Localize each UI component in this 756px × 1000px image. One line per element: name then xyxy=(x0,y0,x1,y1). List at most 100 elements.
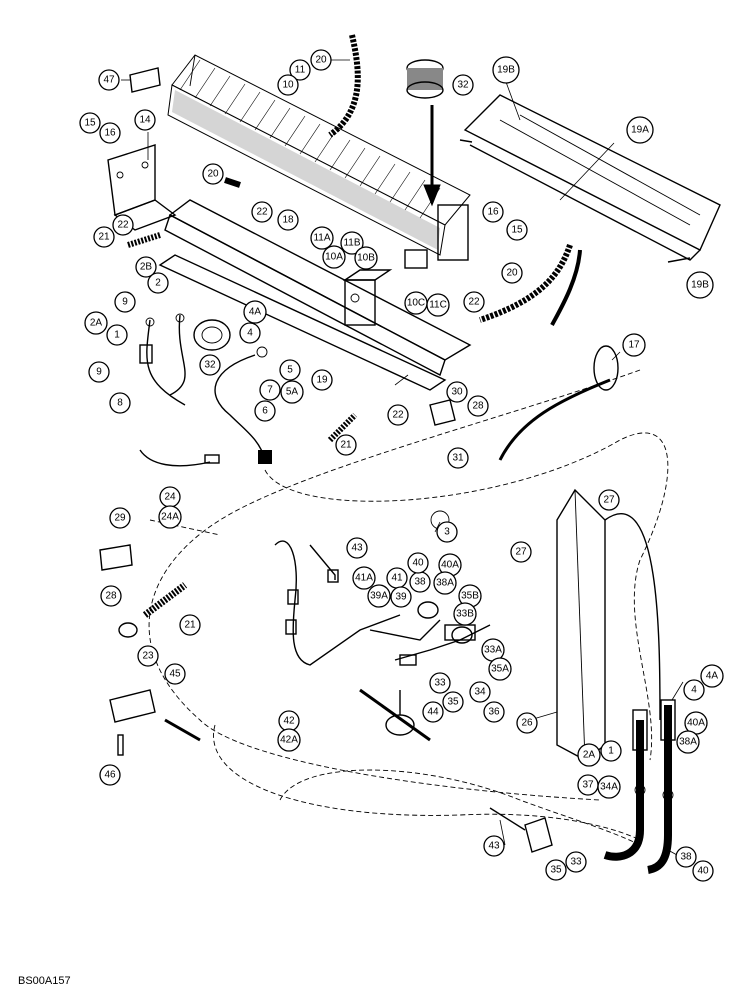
pointer-arrow xyxy=(423,105,441,207)
callout-41: 41 xyxy=(386,567,408,589)
callout-27-b: 27 xyxy=(510,541,532,563)
svg-text:11: 11 xyxy=(295,65,306,76)
svg-text:10: 10 xyxy=(282,80,294,91)
callout-43: 43 xyxy=(346,537,368,559)
svg-text:8: 8 xyxy=(117,398,123,409)
ring-terminal xyxy=(385,690,415,736)
svg-text:35: 35 xyxy=(550,865,562,876)
svg-text:42: 42 xyxy=(283,716,295,727)
callout-22: 22 xyxy=(251,201,273,223)
callout-1: 1 xyxy=(106,324,128,346)
svg-text:29: 29 xyxy=(114,513,126,524)
callout-31: 31 xyxy=(447,447,469,469)
callout-4-c: 4 xyxy=(683,679,705,701)
callout-16-b: 16 xyxy=(482,201,504,223)
callout-42: 42 xyxy=(278,710,300,732)
svg-text:22: 22 xyxy=(256,207,268,218)
callout-2: 2 xyxy=(147,272,169,294)
hose-cover-channel xyxy=(556,488,606,761)
svg-text:26: 26 xyxy=(521,718,533,729)
callout-32: 32 xyxy=(452,74,474,96)
svg-text:33A: 33A xyxy=(484,645,502,656)
callout-3: 3 xyxy=(436,521,458,543)
svg-text:38: 38 xyxy=(680,852,692,863)
callout-19b-right: 19B xyxy=(686,271,714,299)
svg-text:34A: 34A xyxy=(600,782,618,793)
callout-40: 40 xyxy=(407,552,429,574)
svg-text:43: 43 xyxy=(488,841,500,852)
svg-text:24A: 24A xyxy=(161,512,179,523)
svg-text:9: 9 xyxy=(122,297,128,308)
callout-17: 17 xyxy=(622,333,646,357)
svg-text:11A: 11A xyxy=(313,233,330,244)
callout-4a: 4A xyxy=(243,300,267,324)
callout-9: 9 xyxy=(114,291,136,313)
svg-text:41: 41 xyxy=(391,573,403,584)
hose-routing xyxy=(148,369,669,846)
svg-text:27: 27 xyxy=(603,495,615,506)
svg-text:30: 30 xyxy=(451,387,463,398)
svg-text:32: 32 xyxy=(204,360,216,371)
callout-35: 35 xyxy=(442,691,464,713)
callout-labels: 47 11 20 10 32 19B 15 16 14 19A 20 22 18… xyxy=(79,49,724,882)
svg-text:19B: 19B xyxy=(497,65,515,76)
callout-2a-b: 2A xyxy=(577,743,601,767)
valve-block xyxy=(342,269,393,326)
svg-text:20: 20 xyxy=(315,55,327,66)
callout-22-b: 22 xyxy=(112,214,134,236)
callout-35-b: 35 xyxy=(545,859,567,881)
callout-2b: 2B xyxy=(135,256,157,278)
svg-text:4A: 4A xyxy=(706,671,719,682)
callout-1-b: 1 xyxy=(600,740,622,762)
svg-text:33: 33 xyxy=(570,857,582,868)
svg-text:42A: 42A xyxy=(280,735,298,746)
callout-34: 34 xyxy=(469,681,491,703)
callout-11c: 11C xyxy=(426,293,450,317)
svg-text:1: 1 xyxy=(608,746,614,757)
fasteners xyxy=(117,313,450,756)
door-frame-assembly xyxy=(459,94,721,263)
svg-text:2A: 2A xyxy=(90,318,103,329)
spring-guards xyxy=(127,232,358,618)
callout-4a-b: 4A xyxy=(700,664,724,688)
svg-text:18: 18 xyxy=(282,215,294,226)
callout-33b: 33B xyxy=(453,602,477,626)
svg-text:14: 14 xyxy=(139,115,151,126)
callout-32-b: 32 xyxy=(199,354,221,376)
svg-text:2: 2 xyxy=(155,278,161,289)
callout-9-b: 9 xyxy=(88,361,110,383)
callout-41a: 41A xyxy=(352,566,376,590)
heater-hoses xyxy=(224,34,582,326)
svg-text:31: 31 xyxy=(452,453,464,464)
callout-44: 44 xyxy=(422,701,444,723)
svg-text:6: 6 xyxy=(262,406,268,417)
svg-text:19: 19 xyxy=(316,375,328,386)
svg-text:5A: 5A xyxy=(286,387,299,398)
callout-38a: 38A xyxy=(433,571,457,595)
callout-43-b: 43 xyxy=(483,835,505,857)
svg-text:3: 3 xyxy=(444,527,450,538)
leader-lines xyxy=(121,59,687,861)
svg-text:38: 38 xyxy=(414,577,426,588)
svg-text:11C: 11C xyxy=(429,300,447,311)
callout-10a: 10A xyxy=(322,245,346,269)
svg-text:7: 7 xyxy=(267,385,273,396)
callout-38: 38 xyxy=(409,571,431,593)
callout-47: 47 xyxy=(98,69,120,91)
callout-11a: 11A xyxy=(310,226,334,250)
callout-7: 7 xyxy=(259,379,281,401)
callout-22-d: 22 xyxy=(387,404,409,426)
callout-45: 45 xyxy=(164,663,186,685)
svg-text:22: 22 xyxy=(117,220,129,231)
callout-40-b: 40 xyxy=(692,860,714,882)
callout-21-b: 21 xyxy=(335,434,357,456)
callout-18: 18 xyxy=(277,209,299,231)
svg-text:1: 1 xyxy=(114,330,120,341)
svg-text:10A: 10A xyxy=(325,252,343,263)
svg-text:27: 27 xyxy=(515,547,527,558)
callout-11b: 11B xyxy=(340,231,364,255)
callout-30: 30 xyxy=(446,381,468,403)
switch-probe xyxy=(489,807,553,853)
valve-fittings xyxy=(417,601,476,644)
svg-text:17: 17 xyxy=(628,340,640,351)
